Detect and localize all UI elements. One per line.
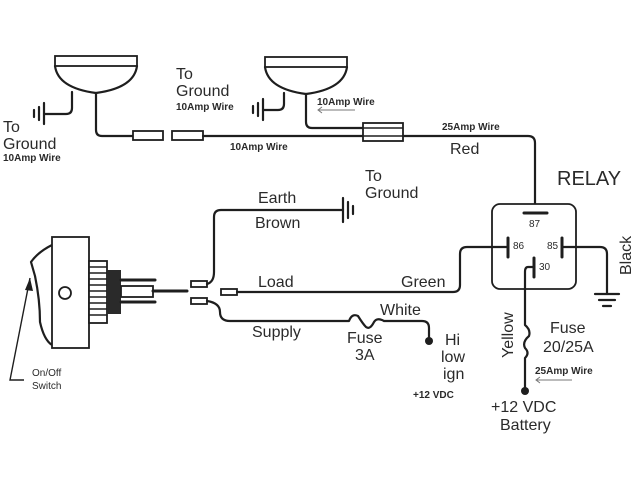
earth-ground-label-to: To (365, 168, 382, 185)
supply-source-line2: low (441, 349, 465, 366)
supply-voltage-label: +12 VDC (413, 390, 454, 401)
relay-pin-86-label: 86 (513, 241, 525, 252)
supply-fuse-label-line2: 3A (355, 347, 375, 364)
switch-rocker (29, 243, 54, 347)
battery-fuse-label-line2: 20/25A (543, 339, 594, 356)
right-lamp (263, 56, 349, 96)
earth-spade-connector (190, 280, 208, 288)
load-green-wire (235, 245, 510, 294)
left-lamp-ground-wire (42, 90, 74, 116)
load-label: Load (258, 274, 294, 291)
load-color-label: Green (401, 274, 445, 291)
relay-pin-85-label: 85 (547, 241, 559, 252)
supply-source-terminal (425, 337, 433, 345)
relay-85-black-wire (560, 245, 609, 296)
load-spade-connector (220, 288, 238, 296)
left-ground-label-to: To (3, 119, 20, 136)
on-off-switch (29, 236, 189, 349)
earth-label: Earth (258, 190, 296, 207)
battery-wire-label: 25Amp Wire (535, 366, 593, 377)
supply-source-line3: ign (443, 366, 464, 383)
switch-label-line2: Switch (32, 381, 61, 392)
relay-pin-87-label: 87 (529, 219, 541, 230)
left-lamp-feed-wire (94, 91, 135, 138)
relay-feed-color-label: Red (450, 141, 479, 158)
left-lamp-body (53, 64, 139, 95)
battery-terminal (521, 387, 529, 395)
relay-feed-wire-label: 25Amp Wire (442, 122, 500, 133)
right-lamp-body (263, 65, 349, 96)
supply-fuse-label-line1: Fuse (347, 330, 383, 347)
supply-spade-connector (190, 297, 208, 305)
left-ground-wire-label: 10Amp Wire (3, 153, 61, 164)
left-lamp-lens (54, 55, 138, 67)
switch-label-line1: On/Off (32, 368, 61, 379)
right-ground-icon (251, 97, 265, 122)
switch-pointer-arrow-icon (9, 277, 33, 381)
supply-white-wire (205, 299, 431, 342)
left-ground-label-ground: Ground (3, 136, 56, 153)
switch-terminal-middle (120, 285, 154, 298)
battery-fuse-label-line1: Fuse (550, 320, 586, 337)
left-lamp (53, 55, 139, 95)
earth-brown-wire (205, 208, 345, 286)
relay-ground-icon (593, 292, 621, 308)
earth-color-label: Brown (255, 215, 300, 232)
earth-ground-label-ground: Ground (365, 185, 418, 202)
supply-label: Supply (252, 324, 301, 341)
relay-label: RELAY (557, 168, 621, 190)
battery-yellow-wire (523, 265, 536, 392)
left-ground-icon (32, 101, 46, 126)
switch-indicator-icon (58, 286, 72, 300)
supply-color-label: White (380, 302, 421, 319)
switch-thread (88, 260, 108, 324)
battery-wire-color-label: Yellow (500, 312, 517, 358)
right-lamp-feed-wire-label: 10Amp Wire (317, 97, 375, 108)
battery-label: Battery (500, 417, 551, 434)
switch-thread-lines (89, 266, 107, 316)
earth-ground-icon (341, 196, 355, 224)
right-ground-wire-label: 10Amp Wire (176, 102, 234, 113)
right-ground-label-to: To (176, 66, 193, 83)
right-ground-label-ground: Ground (176, 83, 229, 100)
inline-connector-2 (171, 130, 204, 141)
relay-pin-30-label: 30 (539, 262, 551, 273)
right-lamp-feed-wire (304, 92, 398, 130)
inline-connector-1 (132, 130, 164, 141)
feed-direction-arrow-icon (317, 106, 355, 114)
right-lamp-lens (264, 56, 348, 68)
right-lamp-ground-wire (261, 91, 286, 112)
relay-85-color-label: Black (618, 235, 635, 275)
lamp-inline-fuse-holder (362, 122, 404, 142)
battery-direction-arrow-icon (535, 376, 572, 384)
lamp-link-wire-label: 10Amp Wire (230, 142, 288, 153)
relay-feed-red-wire (401, 134, 537, 214)
supply-source-line1: Hi (445, 332, 460, 349)
battery-voltage-label: +12 VDC (491, 399, 556, 416)
switch-base (107, 270, 121, 314)
